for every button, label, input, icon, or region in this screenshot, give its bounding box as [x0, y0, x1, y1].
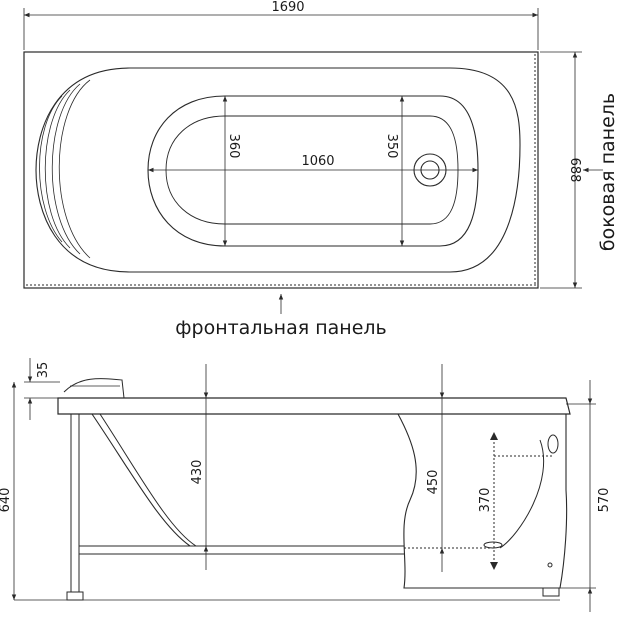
- side-view: 35 640 430 450 370 570: [0, 358, 612, 612]
- drain-plug-marker: [547, 562, 553, 568]
- drain-fitting: [483, 541, 503, 549]
- front-panel-label: фронтальная панель: [175, 317, 386, 339]
- dim-inner-depth-label: 430: [190, 460, 205, 485]
- tub-headrest-curves: [39, 79, 91, 259]
- dim-rim-label: 35: [36, 362, 51, 379]
- foot-left: [66, 591, 84, 601]
- headrest-bump: [63, 378, 125, 399]
- tub-body-side: [91, 413, 191, 547]
- top-view: 1690 688 1060 360 350 боковая панель фро…: [23, 0, 619, 339]
- dim-bottom-length-label: 1060: [301, 154, 334, 169]
- tub-inner-basin: [35, 67, 521, 273]
- dim-depth-at-drain-label: 450: [426, 470, 441, 495]
- tub-bottom-outline: [147, 95, 479, 247]
- overflow-fitting: [547, 434, 559, 454]
- dim-length-label: 1690: [271, 0, 304, 15]
- dim-width-label: 688: [567, 158, 582, 183]
- dim-total-height-label: 640: [0, 488, 13, 513]
- dim-panel-height-label: 570: [597, 488, 612, 513]
- dim-bottom-width-left-label: 360: [226, 134, 241, 159]
- foot-right: [542, 587, 560, 597]
- side-panel-label: боковая панель: [597, 93, 619, 251]
- panel-cutaway: [397, 413, 568, 589]
- dim-bottom-width-right-label: 350: [384, 134, 399, 159]
- dim-overflow-height-label: 370: [478, 488, 493, 513]
- tub-outer-rim: [23, 51, 539, 289]
- tub-rim-side: [57, 397, 571, 415]
